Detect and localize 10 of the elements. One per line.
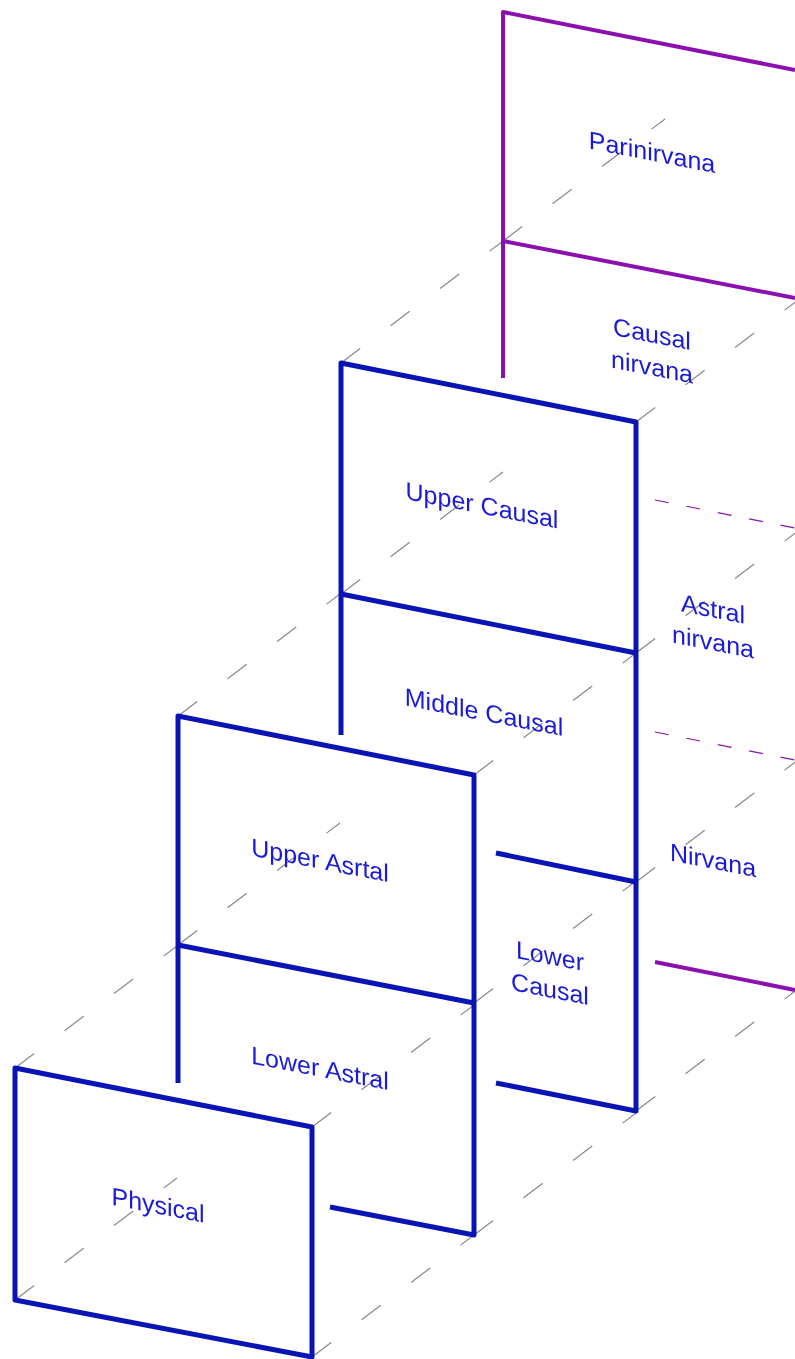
plane-label: Causal nirvana: [597, 306, 707, 394]
plane-label: Upper Causal: [372, 467, 592, 543]
plane-label: Astral nirvana: [658, 581, 768, 669]
plane-label: Lower Causal: [495, 928, 605, 1016]
plane-label: Nirvana: [643, 830, 783, 890]
plane-label: Middle Causal: [374, 674, 594, 750]
plane-label: Physical: [58, 1169, 258, 1241]
plane-label: Parinirvana: [552, 116, 752, 188]
plane-label: Upper Asrtal: [210, 822, 430, 898]
plane-label: Lower Astral: [210, 1030, 430, 1106]
